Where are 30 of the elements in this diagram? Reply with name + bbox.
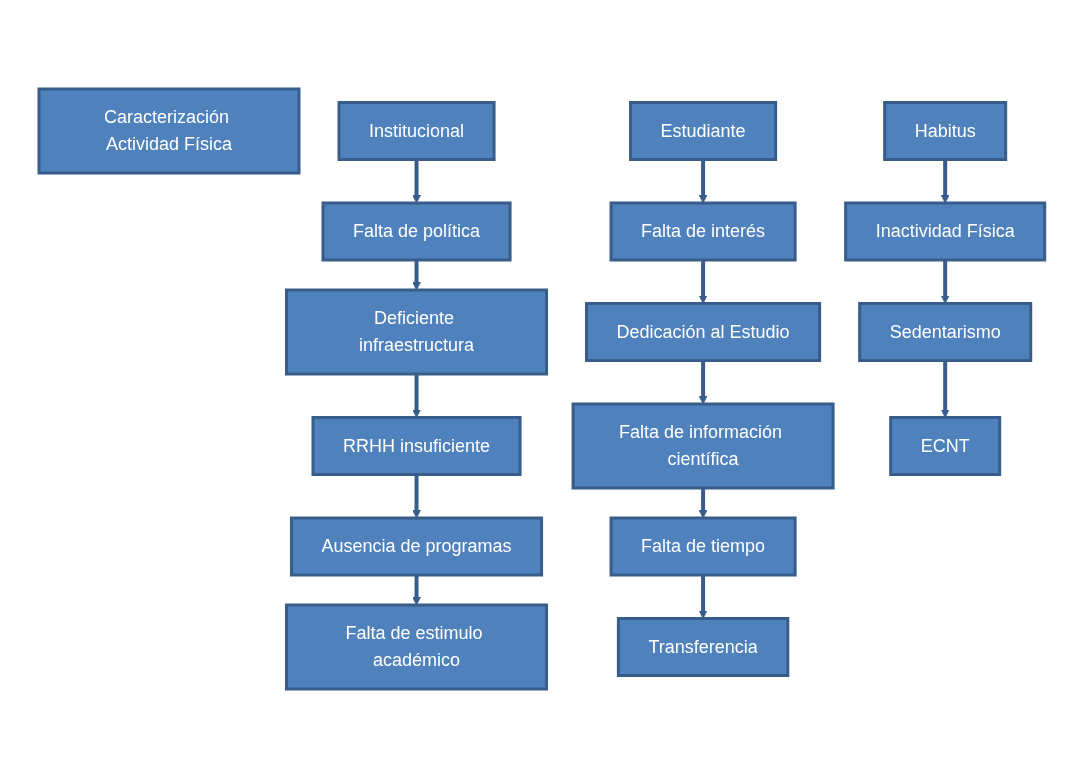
node-box: Inactividad Física <box>843 201 1046 262</box>
node-box: Falta de estimulo académico <box>284 603 548 691</box>
arrow <box>411 474 421 519</box>
node-box: Falta de información científica <box>571 402 835 490</box>
node-box: Sedentarismo <box>857 302 1032 362</box>
node-box: Habitus <box>882 101 1007 161</box>
node-box: Falta de política <box>321 201 512 262</box>
node-box: Estudiante <box>628 101 777 161</box>
arrow <box>698 488 708 519</box>
node-box: Institucional <box>337 101 496 161</box>
arrow <box>411 575 421 606</box>
arrow <box>698 575 708 619</box>
arrow <box>411 374 421 418</box>
node-box: Ausencia de programas <box>289 516 543 577</box>
node-box: RRHH insuficiente <box>311 416 522 476</box>
node-box: ECNT <box>888 416 1001 476</box>
node-box: Caracterización Actividad Física <box>37 87 301 175</box>
arrow <box>411 159 421 204</box>
node-box: Falta de interés <box>609 201 797 262</box>
arrow <box>940 260 950 304</box>
node-box: Dedicación al Estudio <box>584 302 821 362</box>
arrow <box>698 260 708 304</box>
arrow <box>698 159 708 204</box>
node-box: Deficiente infraestructura <box>284 288 548 376</box>
arrow <box>411 260 421 291</box>
node-box: Falta de tiempo <box>609 516 797 577</box>
node-box: Transferencia <box>616 617 789 677</box>
arrow <box>940 360 950 418</box>
arrow <box>940 159 950 204</box>
arrow <box>698 360 708 405</box>
